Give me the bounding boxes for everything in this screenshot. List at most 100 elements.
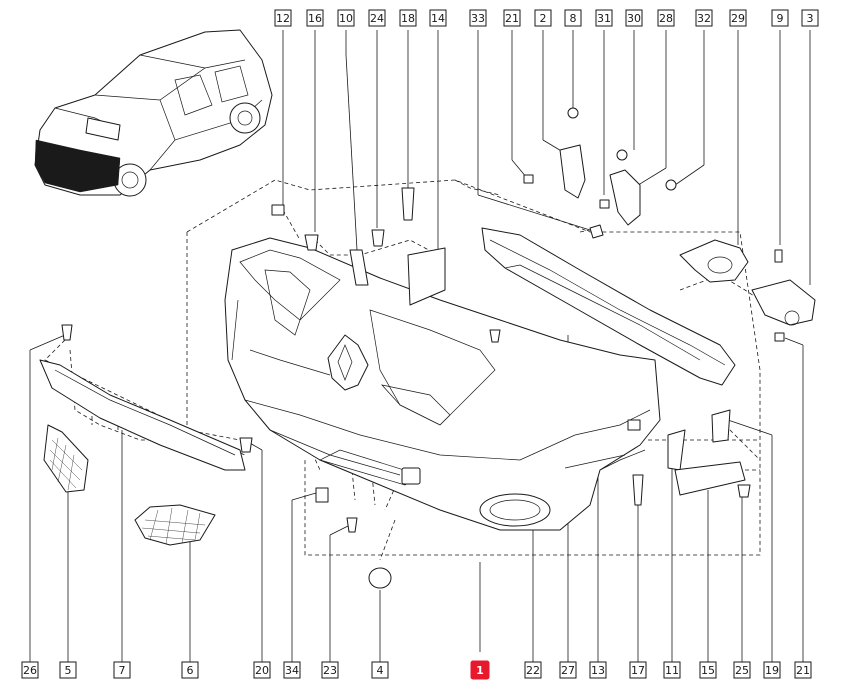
part-label-text: 16 xyxy=(308,12,322,25)
part-label-22: 22 xyxy=(524,661,542,679)
part-label-1: 1 xyxy=(470,660,490,680)
part-label-box xyxy=(801,9,819,27)
part-label-text: 13 xyxy=(591,664,605,677)
part-label-21: 21 xyxy=(503,9,521,27)
part-label-28: 28 xyxy=(657,9,675,27)
part-label-text: 19 xyxy=(765,664,779,677)
part-label-text: 32 xyxy=(697,12,711,25)
part-label-text: 23 xyxy=(323,664,337,677)
part-label-13: 13 xyxy=(589,661,607,679)
part-label-text: 9 xyxy=(777,12,784,25)
part-label-23: 23 xyxy=(321,661,339,679)
part-label-24: 24 xyxy=(368,9,386,27)
part-label-box xyxy=(306,9,324,27)
part-label-20: 20 xyxy=(253,661,271,679)
part-label-2: 2 xyxy=(534,9,552,27)
part-label-8: 8 xyxy=(564,9,582,27)
side-brackets xyxy=(523,107,816,342)
part-label-27: 27 xyxy=(559,661,577,679)
part-label-34: 34 xyxy=(283,661,301,679)
lower-grilles xyxy=(39,359,246,546)
part-label-3: 3 xyxy=(801,9,819,27)
part-label-box xyxy=(629,661,647,679)
part-label-text: 17 xyxy=(631,664,645,677)
part-label-9: 9 xyxy=(771,9,789,27)
part-label-10: 10 xyxy=(337,9,355,27)
part-label-text: 24 xyxy=(370,12,384,25)
part-label-30: 30 xyxy=(625,9,643,27)
part-label-16: 16 xyxy=(306,9,324,27)
part-label-text: 15 xyxy=(701,664,715,677)
part-label-box xyxy=(59,661,77,679)
part-label-box xyxy=(337,9,355,27)
part-label-box xyxy=(589,661,607,679)
part-label-text: 21 xyxy=(505,12,519,25)
part-label-11: 11 xyxy=(663,661,681,679)
part-label-25: 25 xyxy=(733,661,751,679)
part-label-box xyxy=(663,661,681,679)
labels-bottom: 26 5 7 6 20 34 23 4 1 22 27 13 17 11 15 25 19 21 xyxy=(21,660,812,680)
part-label-text: 31 xyxy=(597,12,611,25)
part-label-text: 2 xyxy=(540,12,547,25)
part-label-text: 11 xyxy=(665,664,679,677)
part-label-5: 5 xyxy=(59,661,77,679)
part-label-box xyxy=(595,9,613,27)
part-label-box xyxy=(274,9,292,27)
part-label-box xyxy=(181,661,199,679)
part-label-box xyxy=(729,9,747,27)
part-label-text: 21 xyxy=(796,664,810,677)
part-label-box xyxy=(695,9,713,27)
part-label-6: 6 xyxy=(181,661,199,679)
part-label-box xyxy=(283,661,301,679)
part-label-4: 4 xyxy=(371,661,389,679)
part-label-12: 12 xyxy=(274,9,292,27)
part-label-box xyxy=(657,9,675,27)
left-fasteners xyxy=(61,187,751,589)
car-thumbnail xyxy=(34,29,273,197)
part-label-box xyxy=(321,661,339,679)
part-label-text: 1 xyxy=(476,664,484,677)
part-label-box xyxy=(429,9,447,27)
part-label-text: 28 xyxy=(659,12,673,25)
part-label-33: 33 xyxy=(469,9,487,27)
part-label-text: 25 xyxy=(735,664,749,677)
part-label-26: 26 xyxy=(21,661,39,679)
part-label-text: 20 xyxy=(255,664,269,677)
part-label-box xyxy=(371,661,389,679)
part-label-17: 17 xyxy=(629,661,647,679)
part-label-box xyxy=(771,9,789,27)
part-label-box xyxy=(733,661,751,679)
part-label-text: 4 xyxy=(377,664,384,677)
part-label-box xyxy=(794,661,812,679)
part-label-text: 10 xyxy=(339,12,353,25)
part-label-box xyxy=(253,661,271,679)
part-label-text: 7 xyxy=(119,664,126,677)
part-label-box xyxy=(699,661,717,679)
part-label-text: 26 xyxy=(23,664,37,677)
part-label-text: 14 xyxy=(431,12,445,25)
part-label-box xyxy=(625,9,643,27)
part-label-box xyxy=(534,9,552,27)
part-label-text: 8 xyxy=(570,12,577,25)
part-label-text: 30 xyxy=(627,12,641,25)
part-label-14: 14 xyxy=(429,9,447,27)
part-label-box xyxy=(368,9,386,27)
part-label-text: 29 xyxy=(731,12,745,25)
part-label-21: 21 xyxy=(794,661,812,679)
part-label-box xyxy=(470,660,490,680)
part-label-text: 18 xyxy=(401,12,415,25)
part-label-box xyxy=(564,9,582,27)
reinforcement-beam xyxy=(481,227,736,386)
part-label-text: 12 xyxy=(276,12,290,25)
part-label-box xyxy=(503,9,521,27)
part-label-box xyxy=(763,661,781,679)
part-label-box xyxy=(399,9,417,27)
part-label-text: 34 xyxy=(285,664,299,677)
part-label-box xyxy=(524,661,542,679)
part-label-text: 22 xyxy=(526,664,540,677)
part-label-15: 15 xyxy=(699,661,717,679)
part-label-box xyxy=(559,661,577,679)
part-label-19: 19 xyxy=(763,661,781,679)
